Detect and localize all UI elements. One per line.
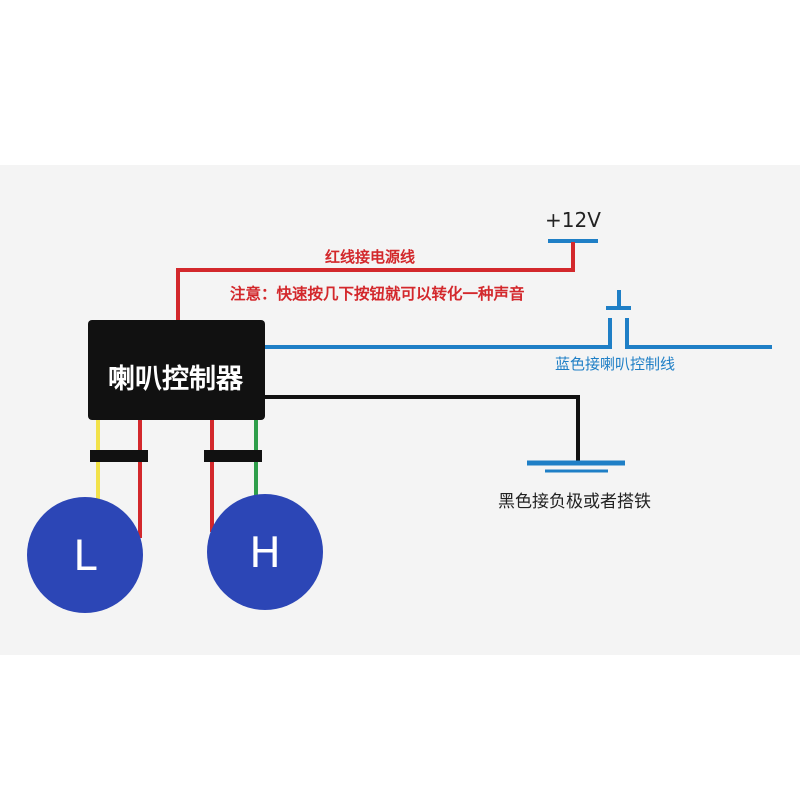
controller-label: 喇叭控制器 [108,364,244,395]
wire-clamp-right [204,450,262,462]
blue-wire-label: 蓝色接喇叭控制线 [555,355,675,373]
red-wire-label: 红线接电源线 [325,248,415,266]
blue-control-wire-right [625,318,772,349]
horn-controller-box [88,320,265,420]
blue-control-wire-left [265,318,612,349]
horn-h-label: H [249,528,281,577]
wire-clamp-left [90,450,148,462]
horn-h-circle [207,494,323,610]
red-power-wire [176,242,575,322]
power-label: +12V [545,208,601,232]
black-wire-label: 黑色接负极或者搭铁 [498,492,651,512]
black-ground-wire [265,395,580,462]
horn-l-circle [27,497,143,613]
red-wire-note: 注意：快速按几下按钮就可以转化一种声音 [230,284,525,303]
horn-l-label: L [73,531,97,580]
